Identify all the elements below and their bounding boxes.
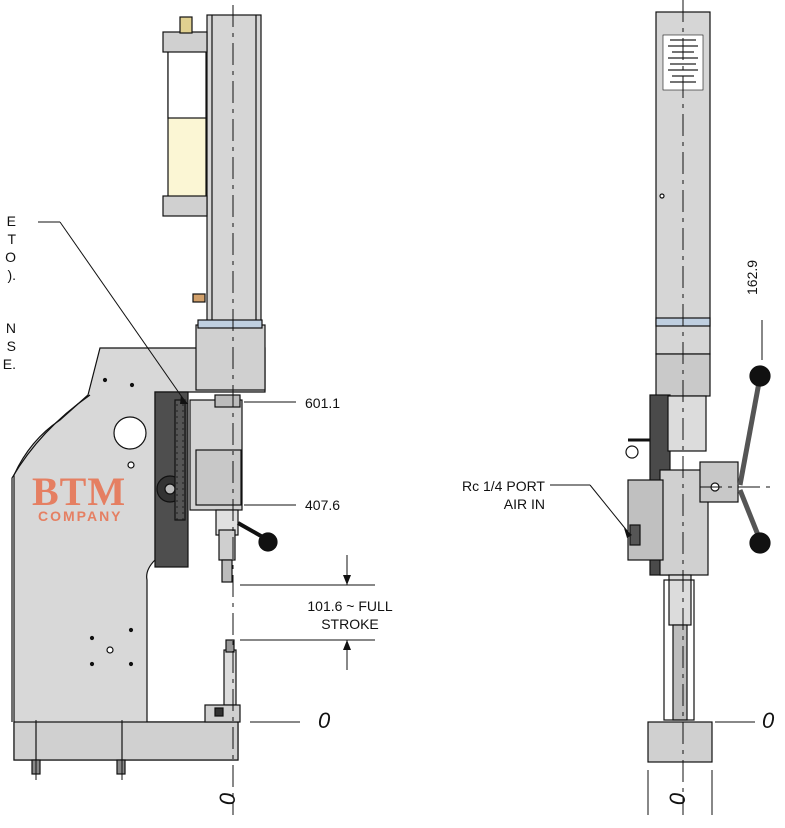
front-arrowheads — [180, 395, 351, 650]
note-line-6: S — [6, 338, 16, 354]
port-arrowhead — [624, 528, 632, 538]
die-post — [223, 649, 237, 706]
baseline-right: 0 — [762, 708, 775, 733]
side-centerlines — [682, 0, 770, 815]
dim-407: 407.6 — [305, 497, 341, 513]
dim-stroke-2: STROKE — [321, 616, 379, 632]
btm-logo: BTM — [32, 469, 127, 514]
note-line-2: T — [7, 231, 16, 247]
baseline-left-vertical: 0 — [215, 792, 241, 806]
dim-162: 162.9 — [744, 259, 760, 295]
front-view — [11, 14, 278, 775]
port-label-1: Rc 1/4 PORT — [462, 478, 545, 494]
handle-knob-left — [258, 532, 278, 552]
side-ram — [668, 574, 692, 626]
frame-base — [13, 721, 239, 761]
note-line-5: N — [5, 320, 16, 336]
dim-stroke-1: 101.6 ~ FULL — [307, 598, 393, 614]
note-line-1: E — [6, 213, 16, 229]
handle-knob-top — [749, 365, 771, 387]
side-view — [625, 11, 771, 763]
side-dimension-lines — [550, 320, 763, 815]
column-collar — [195, 324, 266, 391]
note-line-4: ). — [7, 267, 16, 283]
btm-logo-company: COMPANY — [38, 508, 123, 524]
dim-601: 601.1 — [305, 395, 341, 411]
valve-ring — [625, 445, 639, 459]
note-line-7: E. — [2, 356, 16, 372]
front-centerlines — [35, 5, 234, 815]
handle-knob-bottom — [749, 532, 771, 554]
note-line-3: O — [5, 249, 16, 265]
frame-hole — [113, 416, 147, 450]
baseline-left: 0 — [318, 708, 331, 733]
front-dimension-lines — [38, 221, 375, 723]
column — [206, 14, 262, 326]
side-base — [647, 721, 713, 763]
c-frame-inner — [11, 394, 91, 722]
port-label-2: AIR IN — [503, 496, 545, 512]
baseline-right-vertical: 0 — [665, 792, 691, 806]
